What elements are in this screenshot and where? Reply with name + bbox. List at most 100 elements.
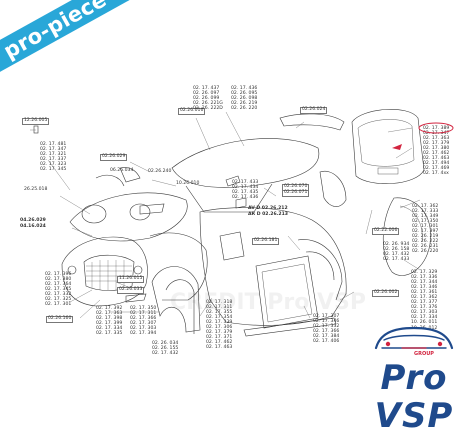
part-label: 02.26.181 <box>252 238 280 245</box>
part-code: 02. 17. 307 <box>313 314 340 319</box>
part-code: 02. 17. 432 <box>152 351 179 357</box>
part-label: 02.26.016 <box>178 108 206 115</box>
part-code: 02. 17. 462 <box>423 151 450 157</box>
part-code: 02. 26. 221G <box>193 101 223 107</box>
sill-shape <box>243 317 337 337</box>
part-code: 02. 17. 362 <box>412 204 439 209</box>
part-code: 02. 17. 376 <box>411 305 438 311</box>
logo-brand-bottom: VSP <box>374 396 454 436</box>
part-code: 02. 17. 4xx <box>423 171 449 177</box>
part-code: 02. 17. 350 <box>130 306 157 311</box>
part-code: 02. 17. 396 <box>45 272 72 277</box>
part-code: 02. 17. 325 <box>45 297 72 303</box>
part-label: 02.22.006 <box>372 228 400 235</box>
part-code: 02. 17. 344 <box>411 280 438 286</box>
headlight-shape <box>81 204 107 224</box>
part-code: 02. 17. 347 <box>40 147 67 153</box>
part-code: 02. 26. 098 <box>231 96 258 102</box>
part-code: 02. 17. 363 <box>96 311 123 317</box>
part-code: 02. 17. 332 <box>45 292 72 298</box>
grille-shape <box>83 254 135 291</box>
part-code: 02. 26. 099 <box>193 96 220 102</box>
part-code: 02. 17. 364 <box>45 282 72 288</box>
part-code: 02. 17. 379 <box>206 330 233 336</box>
part-label: 11.26.015 <box>117 276 145 283</box>
part-code: 02. 17. 463 <box>206 345 233 351</box>
part-code: 02. 26. 097 <box>193 91 220 97</box>
part-code: 02. 17. 329 <box>411 270 438 275</box>
part-code: 02. 17. 436 <box>232 195 259 201</box>
part-code: 02. 17. 434 <box>232 185 259 191</box>
part-code: 10. 26. 011 <box>411 320 438 326</box>
part-code: 02. 26. 934 <box>383 242 410 247</box>
body-side-shape <box>199 207 347 326</box>
provsp-logo: GROUP Pro VSP <box>362 318 466 438</box>
logo-tag: GROUP <box>414 351 434 357</box>
car-silhouette-icon <box>374 326 454 350</box>
part-code: 02. 26. 219 <box>231 101 258 107</box>
part-code: 02. 17. 334 <box>411 315 438 321</box>
part-code: 02. 17. 301 <box>412 224 439 230</box>
part-code: 02. 17. 463 <box>423 156 450 162</box>
part-code: 02. 17. 436 <box>231 86 258 91</box>
part-label: 02.26.071 <box>282 190 310 197</box>
part-code: 02. 17. 318 <box>206 300 233 305</box>
part-code: 02. 17. 398 <box>96 316 123 322</box>
part-code: 02. 17. 303 <box>411 310 438 316</box>
part-code: 02. 17. 311 <box>130 311 157 317</box>
part-code: 02. 17. 384 <box>313 334 340 340</box>
rear-wheel-arch-shape <box>297 239 343 301</box>
part-code: 02. 26. 155 <box>152 346 179 352</box>
part-code: 02. 17. 433 <box>232 180 259 185</box>
part-code: 02. 17. 361 <box>411 290 438 296</box>
logo-brand-top: Pro <box>380 358 448 398</box>
part-code: 02. 17. 355 <box>206 310 233 316</box>
part-code: 02. 17. 323 <box>40 162 67 168</box>
small-part-clip <box>33 125 39 134</box>
part-code: 02. 17. 301 <box>45 302 72 308</box>
part-code: 02. 26. 220 <box>412 249 439 255</box>
part-code: 02. 17. 399 <box>96 321 123 327</box>
part-code: 02. 17. 397 <box>412 229 439 235</box>
part-code: 02. 17. 346 <box>313 319 340 325</box>
part-code: 02. 26. 219 <box>412 234 439 240</box>
bonnet-shape <box>69 192 188 242</box>
part-label: 04.26.029 <box>20 218 46 223</box>
part-code: 02. 17. 392 <box>96 306 123 311</box>
part-code: 02. 17. 380 <box>45 277 72 283</box>
part-label: 12.26.005 <box>22 118 50 125</box>
part-code: 02. 17. 433 <box>383 257 410 263</box>
part-code: 02. 17. 435 <box>232 190 259 196</box>
part-code: 02. 17. 462 <box>206 340 233 346</box>
part-code: 02. 17. 307 <box>130 321 157 327</box>
part-label: 02.26.033 <box>117 287 145 294</box>
part-label: 02.26.160 <box>46 316 74 323</box>
part-label: AV D 02.26.212 <box>248 206 288 211</box>
part-code: 02. 17. 366 <box>130 316 157 322</box>
part-code: 02. 17. 347 <box>423 131 450 137</box>
part-code: 02. 17. 321 <box>40 152 67 158</box>
door-panel-shape <box>255 255 319 329</box>
part-code: 02. 17. 494 <box>423 161 450 167</box>
part-label: 04.16.024 <box>20 224 46 229</box>
part-code: 02. 17. 345 <box>40 167 67 173</box>
part-code: 02. 17. 362 <box>411 295 438 301</box>
part-code: 02. 17. 432 <box>383 252 410 258</box>
part-code: 02. 17. 406 <box>313 339 340 345</box>
part-code: 02. 17. 380 <box>423 146 450 152</box>
part-code: 02. 17. 346 <box>411 285 438 291</box>
part-label: 02.26.002 <box>372 290 400 297</box>
part-code: 02. 17. 350 <box>412 219 439 225</box>
part-code: 02. 26. 158 <box>383 247 410 253</box>
